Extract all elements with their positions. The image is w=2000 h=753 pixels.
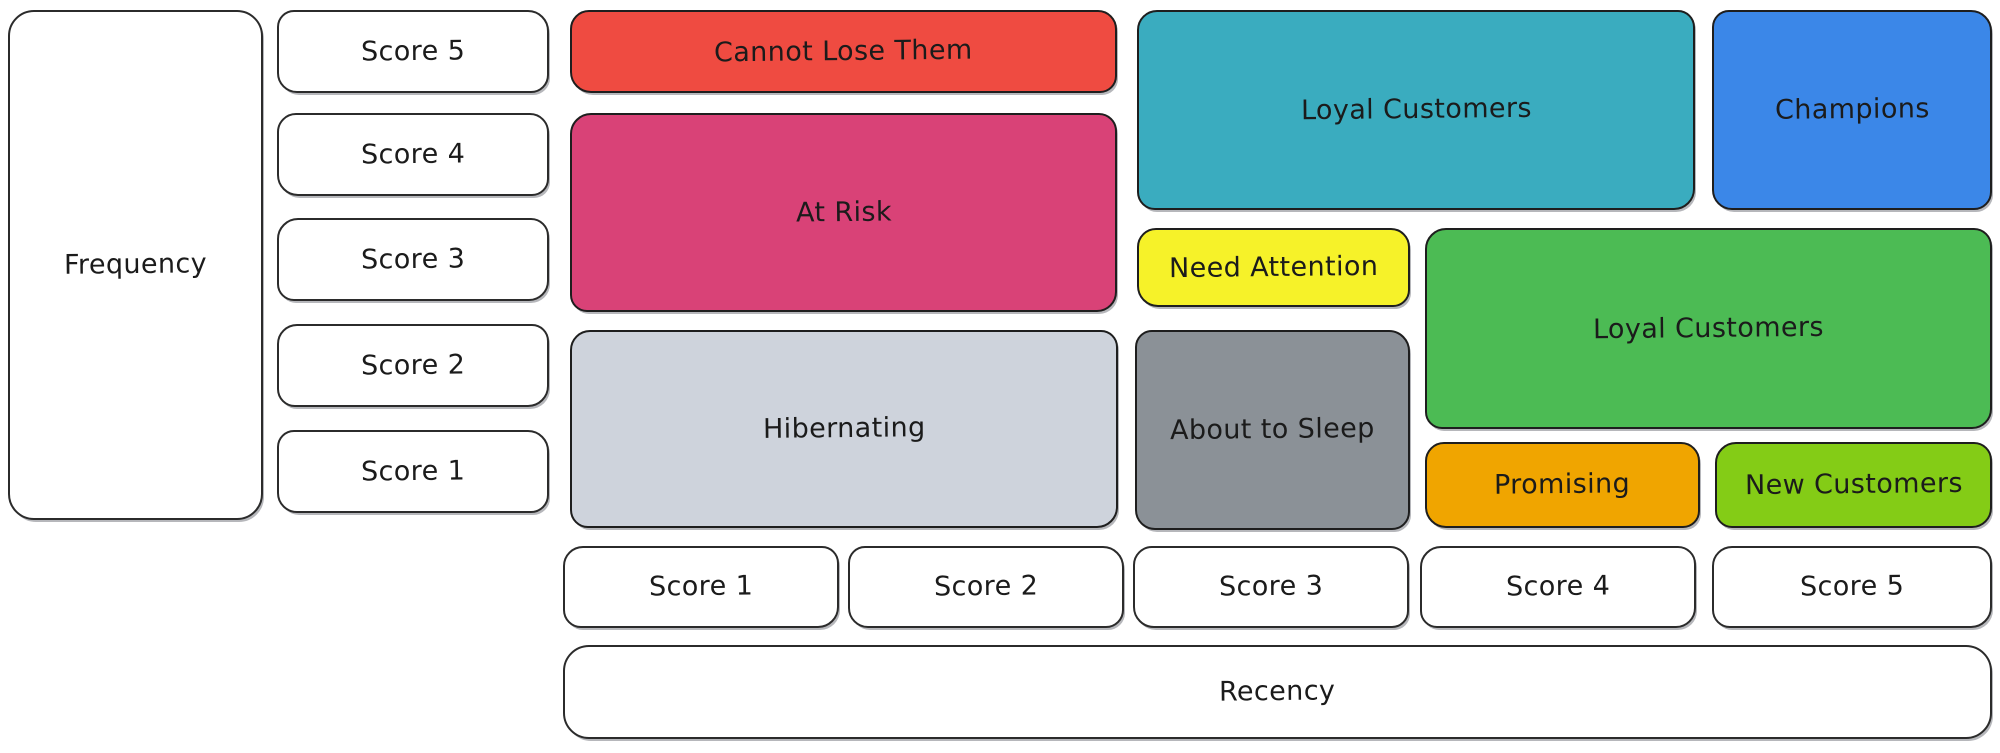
- frequency-score-1: Score 1: [277, 430, 549, 513]
- frequency-score-2: Score 2: [277, 324, 549, 407]
- recency-score-5: Score 5: [1712, 546, 1992, 628]
- segment-at-risk[interactable]: At Risk: [570, 113, 1117, 312]
- frequency-axis-text: Frequency: [63, 248, 208, 282]
- recency-score-2: Score 2: [848, 546, 1124, 628]
- segment-promising[interactable]: Promising: [1425, 442, 1700, 528]
- frequency-score-3: Score 3: [277, 218, 549, 301]
- recency-axis-label: Recency: [563, 645, 1992, 739]
- recency-score-3: Score 3: [1133, 546, 1409, 628]
- segment-cannot-lose-them[interactable]: Cannot Lose Them: [570, 10, 1117, 93]
- segment-new-customers[interactable]: New Customers: [1715, 442, 1992, 528]
- recency-axis-text: Recency: [1219, 675, 1336, 709]
- segment-champions[interactable]: Champions: [1712, 10, 1992, 210]
- frequency-axis-label: Frequency: [8, 10, 263, 520]
- segment-about-to-sleep[interactable]: About to Sleep: [1135, 330, 1410, 530]
- segment-loyal-customers-teal[interactable]: Loyal Customers: [1137, 10, 1695, 210]
- recency-score-4: Score 4: [1420, 546, 1696, 628]
- segment-loyal-customers-green[interactable]: Loyal Customers: [1425, 228, 1992, 429]
- frequency-score-4: Score 4: [277, 113, 549, 196]
- segment-hibernating[interactable]: Hibernating: [570, 330, 1118, 528]
- segment-need-attention[interactable]: Need Attention: [1137, 228, 1410, 307]
- recency-score-1: Score 1: [563, 546, 839, 628]
- frequency-score-5: Score 5: [277, 10, 549, 93]
